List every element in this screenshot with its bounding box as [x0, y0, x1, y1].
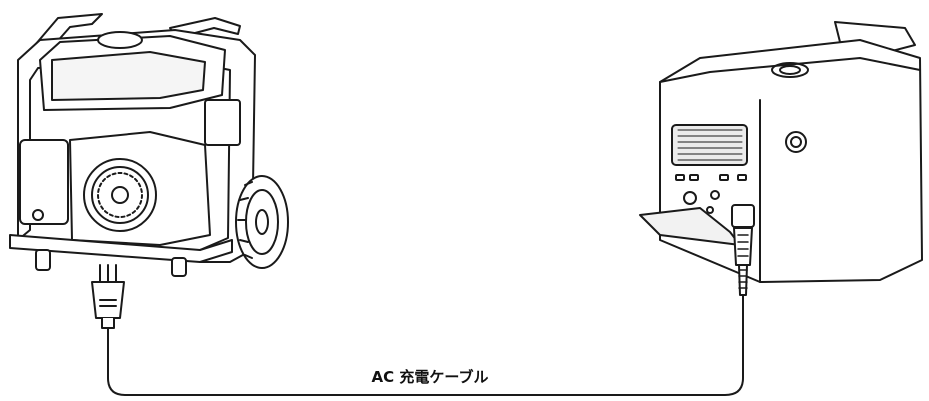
ac-charging-cable	[107, 295, 744, 396]
dc-port-icon	[710, 190, 720, 200]
cable-label: AC 充電ケーブル	[330, 367, 530, 387]
fuel-cap-icon	[97, 31, 143, 49]
portable-generator	[9, 13, 289, 329]
dc-port-icon	[683, 191, 697, 205]
generator-wheel	[235, 175, 289, 269]
generator-control-panel	[19, 139, 69, 225]
usb-port-icon	[689, 174, 699, 181]
ac-plug-right	[733, 227, 753, 296]
usb-port-icon	[737, 174, 747, 181]
usb-port-icon	[719, 174, 729, 181]
wireless-charging-icon	[771, 62, 809, 78]
recoil-starter-icon	[83, 158, 157, 232]
vent-grille	[671, 124, 748, 166]
portable-power-station	[639, 21, 923, 296]
power-station-body	[659, 39, 923, 283]
usb-port-icon	[675, 174, 685, 181]
dc-port-icon	[706, 206, 714, 214]
generator-base	[9, 234, 233, 263]
generator-foot	[35, 249, 51, 271]
generator-foot	[171, 257, 187, 277]
ac-plug-left	[91, 264, 125, 329]
ac-input-socket	[731, 204, 755, 228]
